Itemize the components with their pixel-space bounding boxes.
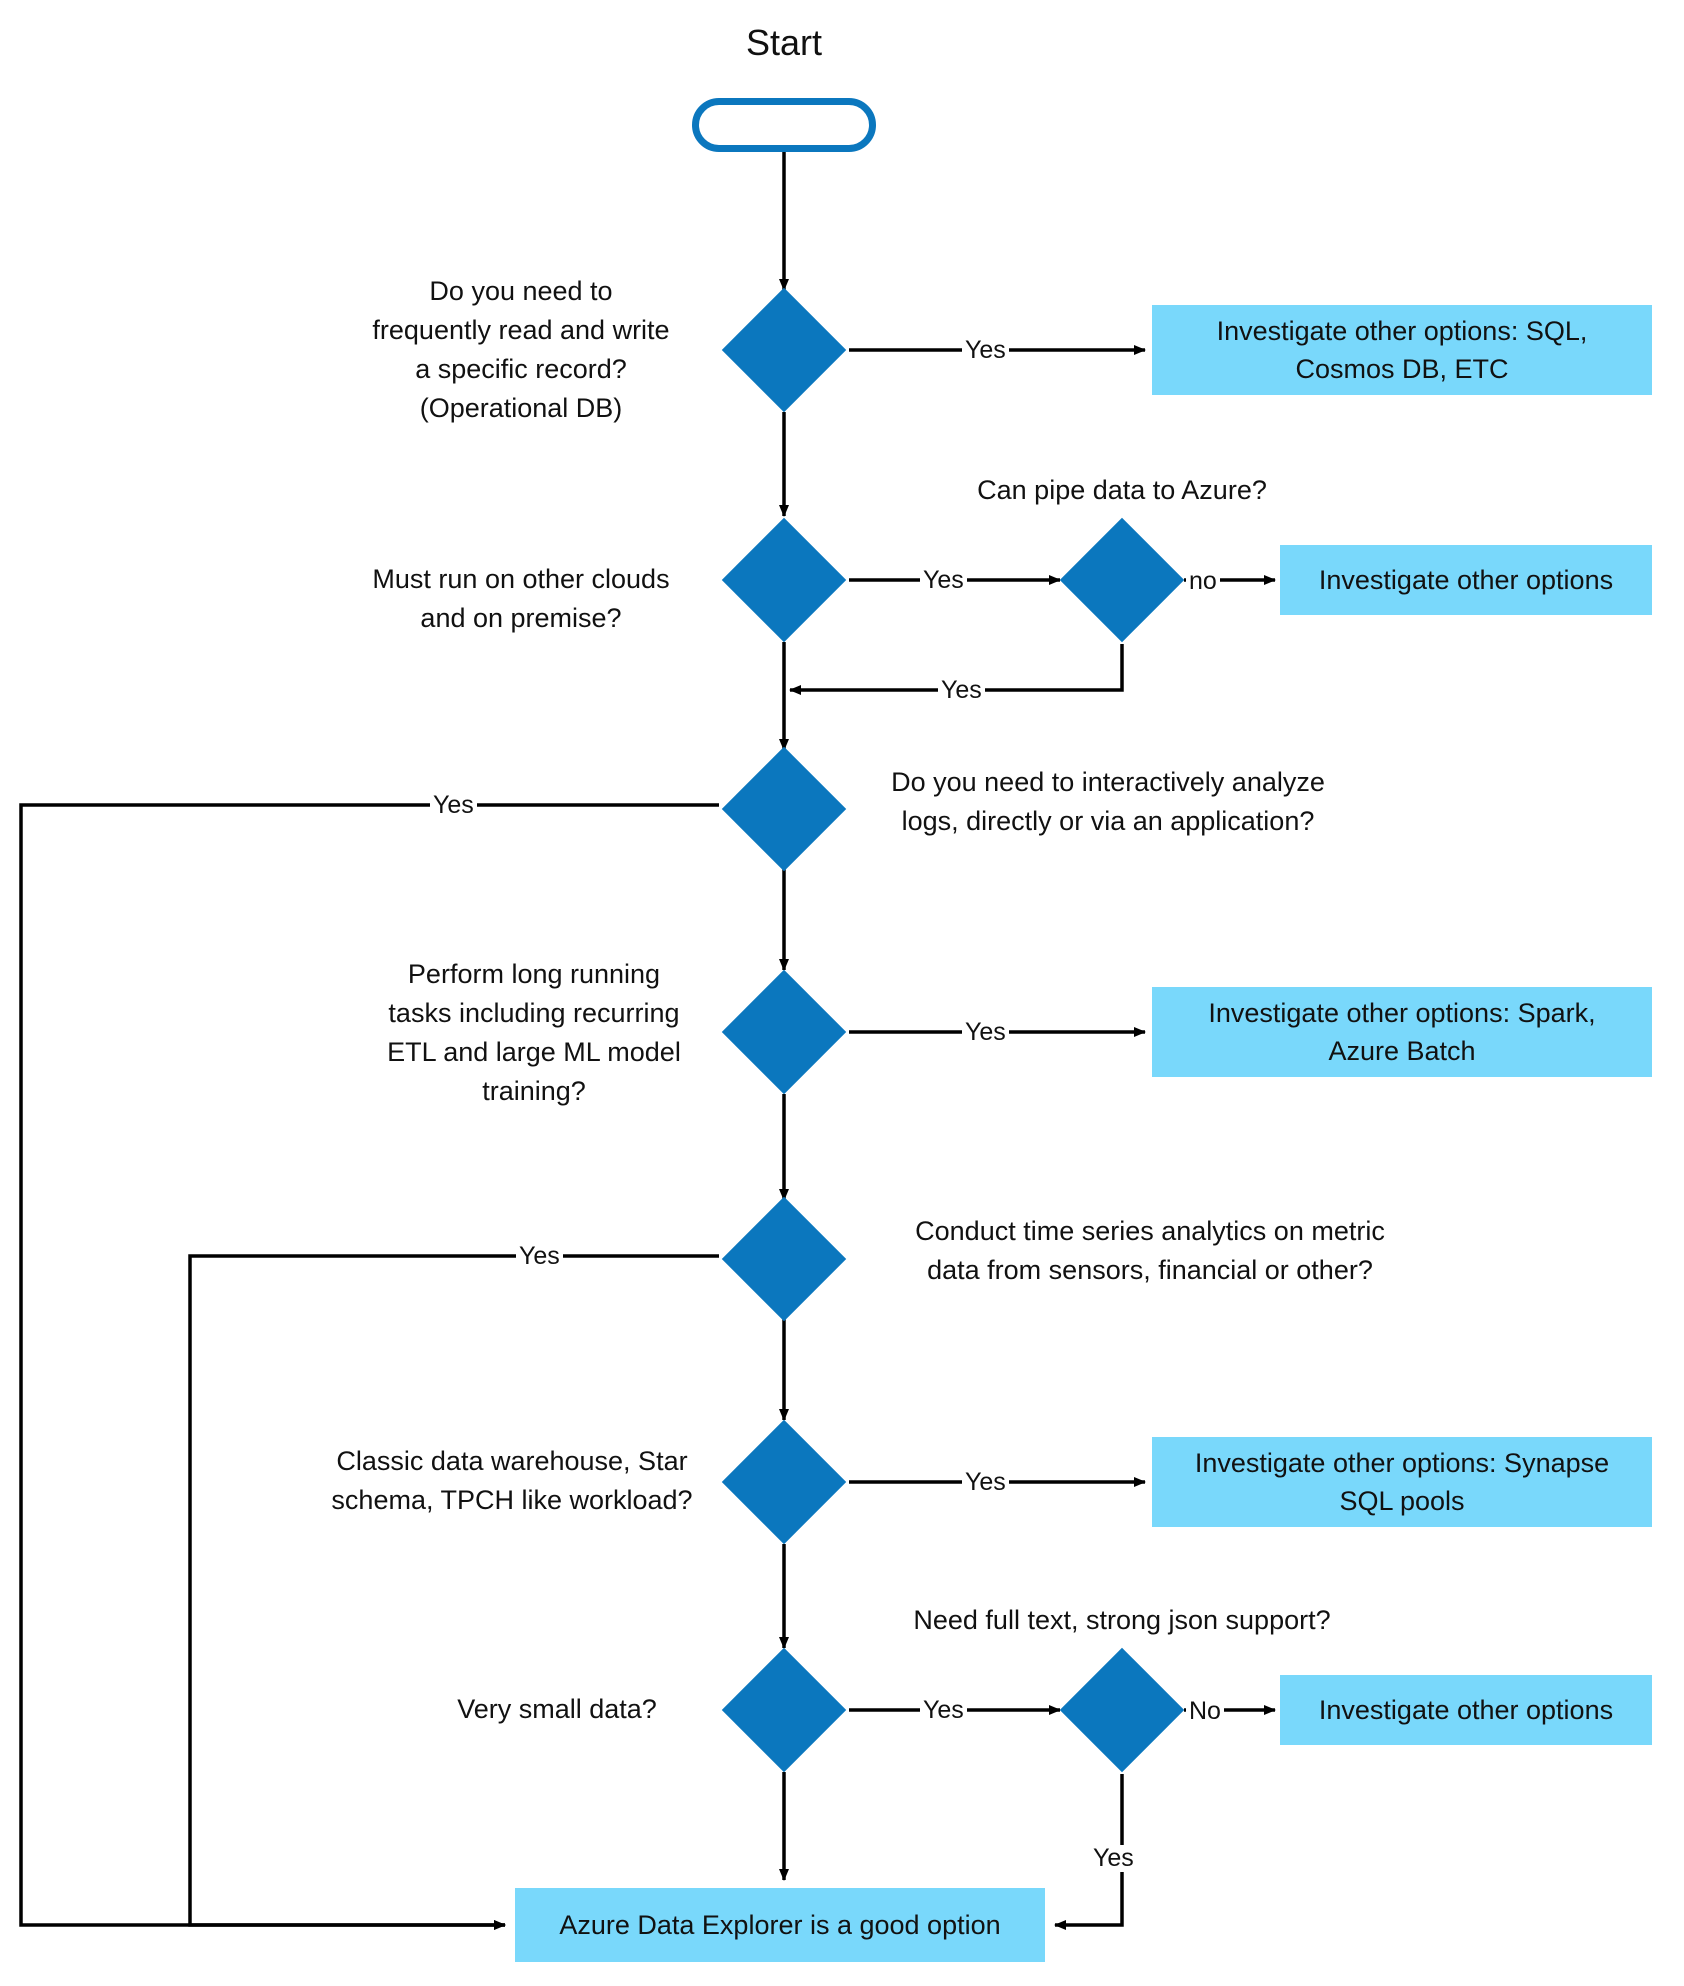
decision-time-series[interactable] (721, 1196, 847, 1322)
decision-full-text-json[interactable] (1059, 1647, 1185, 1773)
decision-long-running-tasks[interactable] (721, 969, 847, 1095)
edge-label-full-text-yes: Yes (1090, 1845, 1137, 1872)
decision-pipe-to-azure-label: Can pipe data to Azure? (977, 475, 1267, 505)
edge-label-operational-db-yes: Yes (962, 337, 1009, 364)
decision-other-clouds[interactable] (721, 517, 847, 643)
decision-other-clouds-label: Must run on other clouds and on premise? (372, 564, 670, 633)
decision-full-text-json-label: Need full text, strong json support? (913, 1605, 1331, 1635)
start-terminator[interactable] (692, 98, 876, 152)
decision-long-running-tasks-label: Perform long running tasks including rec… (387, 959, 681, 1106)
decision-interactive-logs-label: Do you need to interactively analyze log… (891, 767, 1325, 836)
outcome-other-options-json[interactable]: Investigate other options (1280, 1675, 1652, 1745)
outcome-other-options-clouds[interactable]: Investigate other options (1280, 545, 1652, 615)
edge-label-very-small-yes: Yes (920, 1697, 967, 1724)
decision-operational-db-label: Do you need to frequently read and write… (372, 276, 670, 423)
decision-interactive-logs[interactable] (721, 746, 847, 872)
decision-very-small-data-label: Very small data? (457, 1694, 657, 1724)
edge-label-interactive-logs-yes: Yes (430, 792, 477, 819)
start-label: Start (745, 22, 823, 63)
decision-very-small-data[interactable] (721, 1647, 847, 1773)
edge-label-long-running-yes: Yes (962, 1019, 1009, 1046)
edge-label-other-clouds-yes: Yes (920, 567, 967, 594)
outcome-spark-batch[interactable]: Investigate other options: Spark, Azure … (1152, 987, 1652, 1077)
outcome-synapse-sql-pools[interactable]: Investigate other options: Synapse SQL p… (1152, 1437, 1652, 1527)
decision-time-series-label: Conduct time series analytics on metric … (915, 1216, 1385, 1285)
edge-label-time-series-yes: Yes (516, 1243, 563, 1270)
outcome-adx-good-option[interactable]: Azure Data Explorer is a good option (515, 1888, 1045, 1962)
decision-data-warehouse-label: Classic data warehouse, Star schema, TPC… (331, 1446, 693, 1515)
decision-data-warehouse[interactable] (721, 1419, 847, 1545)
edge-label-data-warehouse-yes: Yes (962, 1469, 1009, 1496)
edge-label-pipe-to-azure-yes: Yes (938, 677, 985, 704)
outcome-sql-cosmos[interactable]: Investigate other options: SQL, Cosmos D… (1152, 305, 1652, 395)
edge-label-full-text-no: No (1186, 1698, 1224, 1725)
decision-pipe-to-azure[interactable] (1059, 517, 1185, 643)
decision-operational-db[interactable] (721, 287, 847, 413)
edge-label-pipe-to-azure-no: no (1186, 568, 1220, 595)
